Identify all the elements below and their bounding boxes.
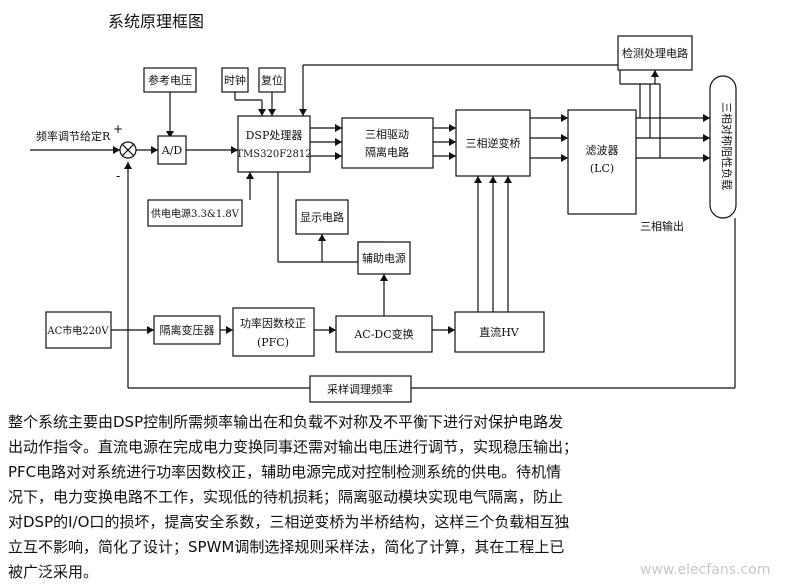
display-label: 显示电路 (300, 211, 344, 224)
ac-mains-label: AC市电220V (46, 324, 109, 337)
dsp-label-line2: TMS320F2812 (236, 149, 311, 160)
driver-label-line2: 隔离电路 (365, 145, 409, 159)
description-line: 况下，电力变换电路不工作，实现低的待机损耗；隔离驱动模块实现电气隔离，防止 (8, 488, 564, 506)
block-sample: 采样调理频率 (309, 375, 412, 403)
iso-transformer-label: 隔离变压器 (160, 323, 215, 337)
driver-label-line1: 三相驱动 (365, 128, 409, 141)
filter-label-line2: (LC) (590, 162, 614, 175)
pfc-label-line1: 功率因数校正 (240, 316, 306, 330)
diagram-title: 系统原理框图 (108, 12, 205, 31)
block-ad: A/D (157, 135, 187, 165)
block-clock: 时钟 (221, 67, 249, 93)
acdc-label: AC-DC变换 (353, 327, 413, 341)
pfc-label-line2: (PFC) (257, 336, 289, 349)
clock-label: 时钟 (224, 73, 246, 87)
description-line: PFC电路对对系统进行功率因数校正，辅助电源完成对控制检测系统的供电。待机情 (8, 463, 562, 481)
block-load: 三相对称阻性负载 (709, 75, 737, 219)
block-filter: 滤波器 (LC) (567, 109, 637, 215)
block-inverter: 三相逆变桥 (455, 109, 531, 177)
dc-label: 直流HV (479, 325, 520, 339)
description-line: 立互不影响，简化了设计；SPWM调制选择规则采样法，简化了计算，其在工程上已 (8, 538, 565, 556)
block-driver: 三相驱动 隔离电路 (341, 117, 434, 169)
block-aux-power: 辅助电源 (357, 241, 411, 275)
block-reset: 复位 (258, 67, 286, 93)
supply-label: 供电电源3.3&1.8V (151, 207, 240, 220)
aux-power-label: 辅助电源 (362, 251, 406, 265)
inverter-label: 三相逆变桥 (466, 136, 521, 150)
ad-label: A/D (161, 144, 183, 157)
ref-voltage-label: 参考电压 (148, 73, 192, 87)
description-line: 被广泛采用。 (8, 563, 99, 581)
sample-label: 采样调理频率 (327, 382, 393, 396)
plus-sign: + (113, 122, 123, 136)
description-line: 对DSP的I/O口的损坏，提高安全系数，三相逆变桥为半桥结构，这样三个负载相互独 (8, 513, 570, 531)
block-pfc: 功率因数校正 (PFC) (232, 307, 315, 357)
block-iso-transformer: 隔离变压器 (153, 315, 221, 345)
block-detect: 检测处理电路 (617, 35, 693, 71)
filter-label-line1: 滤波器 (586, 144, 619, 157)
block-acdc: AC-DC变换 (335, 315, 433, 353)
reset-label: 复位 (261, 73, 283, 87)
description-line: 整个系统主要由DSP控制所需频率输出在和负载不对称及不平衡下进行对保护电路发 (8, 413, 564, 431)
load-label: 三相对称阻性负载 (720, 102, 734, 190)
detect-label: 检测处理电路 (622, 46, 688, 60)
block-display: 显示电路 (295, 199, 349, 235)
block-ac-mains: AC市电220V (45, 311, 112, 349)
freq-input-label: 频率调节给定R (36, 129, 111, 143)
watermark: www.elecfans.com (640, 562, 771, 578)
block-ref-voltage: 参考电压 (143, 67, 197, 93)
description-line: 出动作指令。直流电源在完成电力变换同事还需对输出电压进行调节，实现稳压输出； (8, 438, 579, 456)
three-phase-output-label: 三相输出 (640, 219, 684, 233)
block-dc: 直流HV (454, 311, 545, 353)
arrowheads (113, 70, 710, 334)
block-supply: 供电电源3.3&1.8V (147, 199, 243, 227)
dsp-label-line1: DSP处理器 (246, 129, 303, 142)
minus-sign: - (116, 169, 120, 183)
connection-wires (30, 64, 736, 389)
block-diagram: + - 频率调节给定R 参考电压 A/D 时钟 复位 DSP处理器 TMS320… (30, 35, 737, 403)
description-paragraph: 整个系统主要由DSP控制所需频率输出在和负载不对称及不平衡下进行对保护电路发 出… (8, 410, 782, 585)
block-dsp: DSP处理器 TMS320F2812 (236, 115, 312, 173)
summing-junction (119, 141, 137, 159)
